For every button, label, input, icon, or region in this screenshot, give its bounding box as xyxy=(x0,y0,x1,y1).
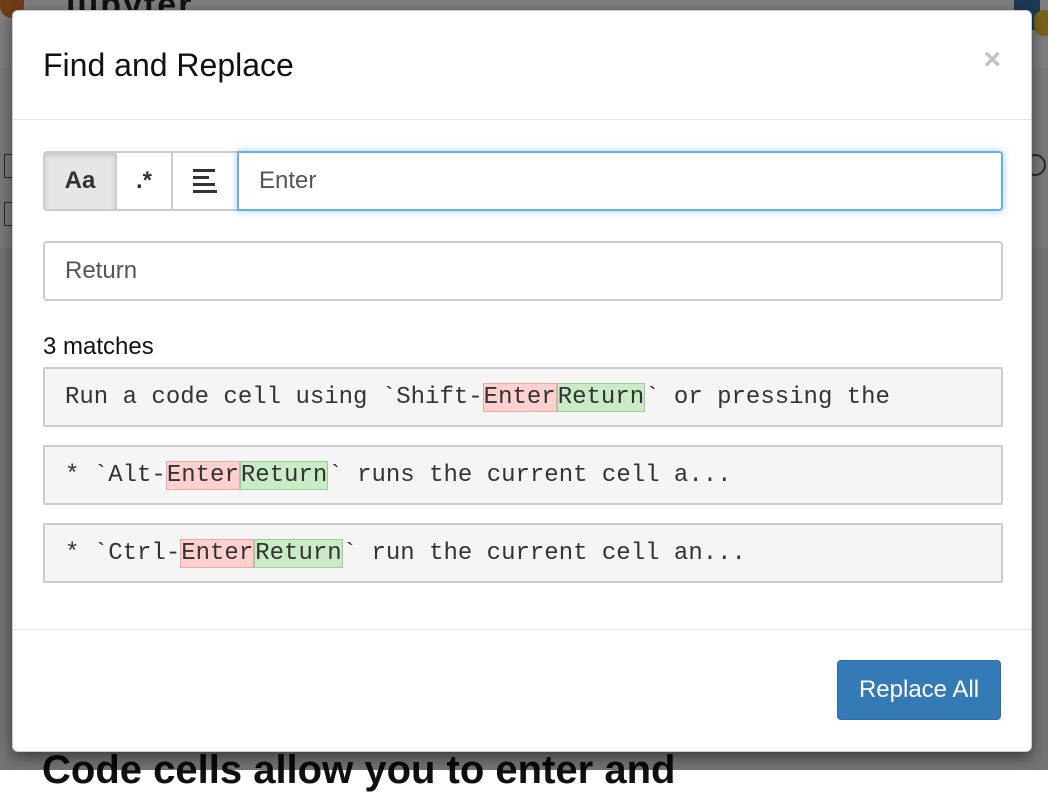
replace-all-button[interactable]: Replace All xyxy=(837,660,1001,720)
close-icon[interactable]: × xyxy=(983,43,1001,76)
match-text-before: * `Ctrl- xyxy=(65,539,181,567)
replacement-text-highlight: Return xyxy=(254,538,343,568)
match-text-after: ` run the current cell an... xyxy=(342,539,746,567)
find-row: Aa .* xyxy=(43,151,1003,211)
find-input[interactable] xyxy=(237,151,1003,211)
replacement-text-highlight: Return xyxy=(239,460,329,490)
dialog-footer: Replace All xyxy=(13,629,1031,751)
found-text-highlight: Enter xyxy=(165,460,240,490)
found-text-highlight: Enter xyxy=(180,538,255,568)
align-left-icon xyxy=(193,169,217,193)
match-text-before: * `Alt- xyxy=(65,461,166,489)
replace-input[interactable] xyxy=(43,241,1003,301)
match-count: 3 matches xyxy=(43,333,154,360)
match-text-after: ` runs the current cell a... xyxy=(328,461,732,489)
match-text-before: Run a code cell using `Shift- xyxy=(65,383,483,411)
match-case-toggle[interactable]: Aa xyxy=(43,151,115,211)
found-text-highlight: Enter xyxy=(482,382,557,412)
match-text-after: ` or pressing the xyxy=(645,383,890,411)
selection-only-toggle[interactable] xyxy=(171,151,237,211)
replacement-text-highlight: Return xyxy=(556,382,646,412)
dialog-header: Find and Replace × xyxy=(13,11,1031,120)
find-replace-dialog: Find and Replace × Aa .* 3 matches Run a… xyxy=(12,10,1032,752)
dialog-title: Find and Replace xyxy=(43,47,294,83)
regex-toggle[interactable]: .* xyxy=(115,151,171,211)
